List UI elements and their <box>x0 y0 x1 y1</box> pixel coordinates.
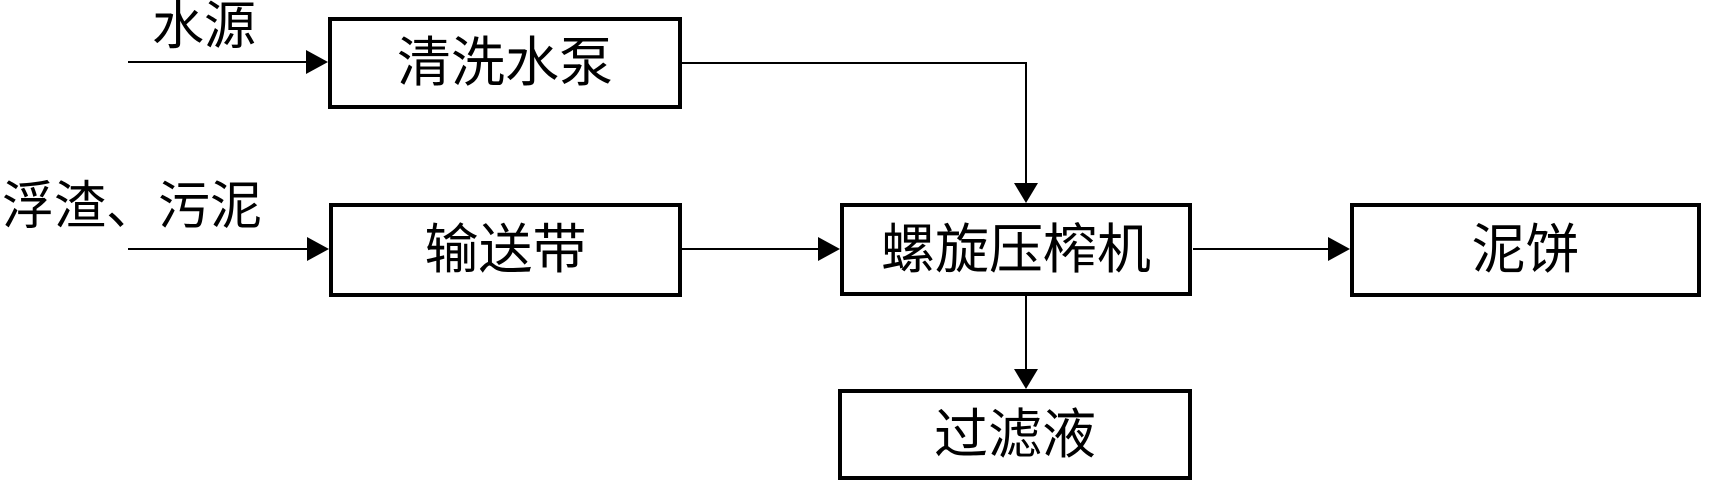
node-filtrate: 过滤液 <box>838 389 1192 480</box>
arrowhead-right-icon <box>1328 237 1350 261</box>
arrowhead-down-icon <box>1014 369 1038 389</box>
arrowhead-down-icon <box>1014 183 1038 203</box>
arrowhead-right-icon <box>306 50 328 74</box>
node-label: 过滤液 <box>934 404 1096 465</box>
connector-press-to-filtrate <box>1025 296 1027 369</box>
node-screw-press: 螺旋压榨机 <box>840 203 1192 296</box>
node-cleaning-water-pump: 清洗水泵 <box>328 17 682 109</box>
connector-press-to-cake <box>1193 248 1328 250</box>
node-mud-cake: 泥饼 <box>1350 203 1701 297</box>
node-conveyor-belt: 输送带 <box>329 203 682 297</box>
connector-pump-to-press-vertical <box>1025 62 1027 183</box>
node-label: 螺旋压榨机 <box>881 219 1151 280</box>
arrowhead-right-icon <box>818 237 840 261</box>
arrowhead-right-icon <box>307 237 329 261</box>
node-label: 清洗水泵 <box>397 33 613 93</box>
connector-water-to-pump <box>128 61 306 63</box>
connector-belt-to-press <box>682 248 818 250</box>
node-label: 泥饼 <box>1471 220 1580 280</box>
input-label-water-source: 水源 <box>152 0 257 56</box>
input-label-scum-sludge: 浮渣、污泥 <box>2 179 263 236</box>
node-label: 输送带 <box>424 220 587 280</box>
connector-sludge-to-belt <box>128 248 307 250</box>
connector-pump-to-press-horizontal <box>682 62 1026 64</box>
